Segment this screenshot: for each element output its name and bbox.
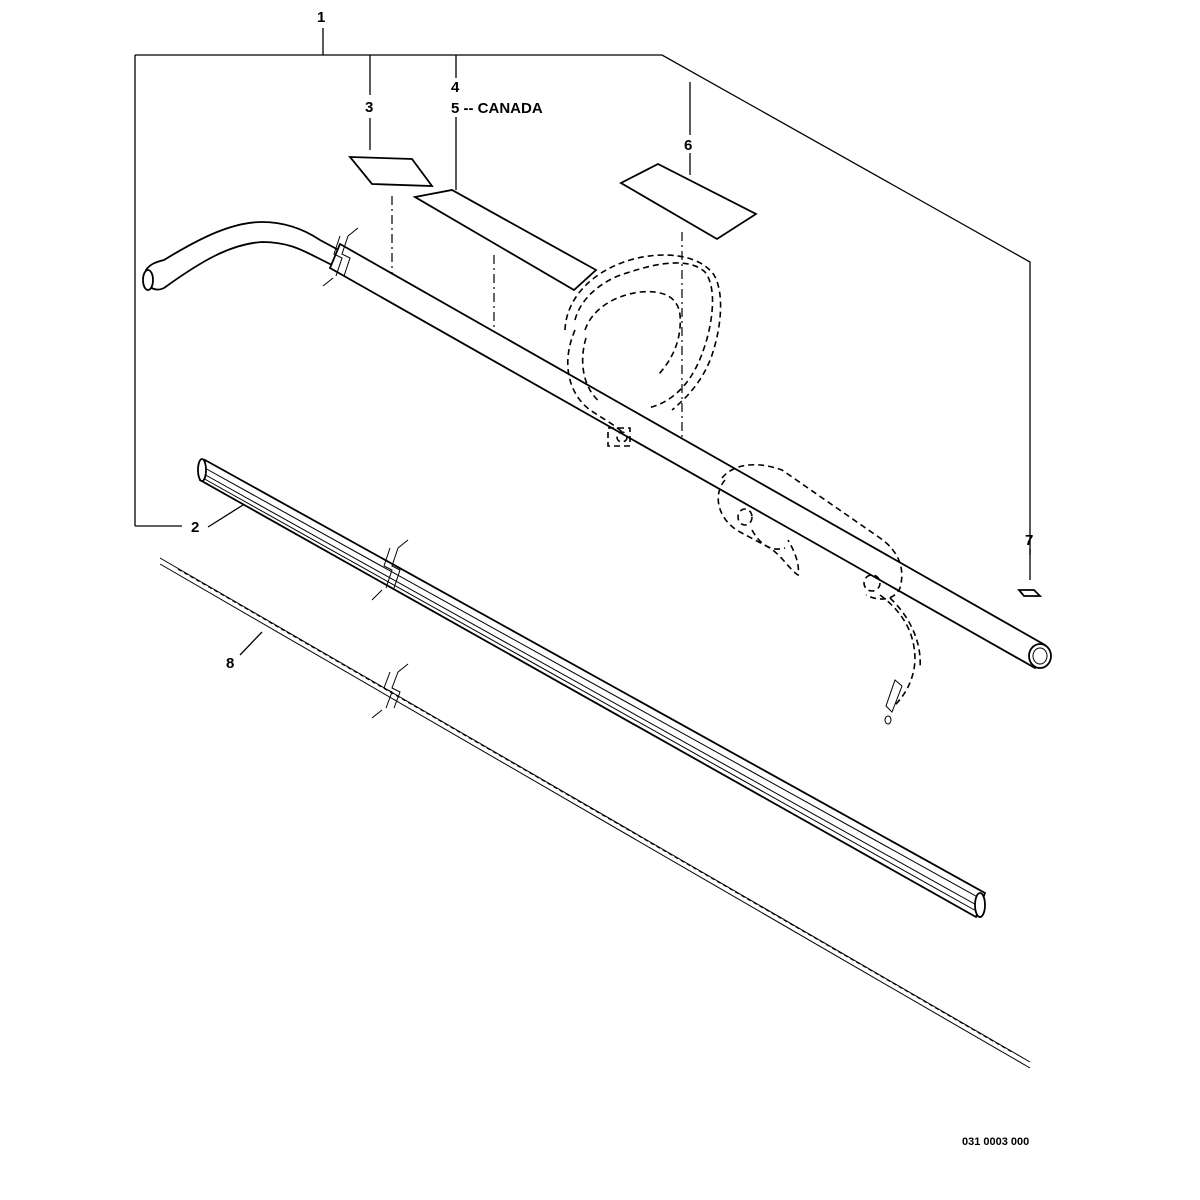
callout-5-canada: 5 -- CANADA (451, 100, 543, 117)
leader-2 (207, 504, 244, 528)
decal-6 (619, 162, 758, 241)
break-symbol (322, 227, 359, 287)
decal-3 (348, 156, 434, 187)
drawing-number: 031 0003 000 (962, 1136, 1029, 1148)
callout-1-bracket (134, 28, 1031, 555)
shaft-liner (197, 458, 987, 919)
callout-1: 1 (317, 9, 325, 26)
drive-cable (159, 557, 1031, 1069)
callout-8: 8 (226, 655, 234, 672)
liner-break-symbol (371, 539, 409, 601)
loop-handle-outline (564, 254, 722, 447)
callout-4: 4 (451, 79, 460, 96)
drive-shaft-tube (142, 221, 1052, 670)
callout-2: 2 (191, 519, 199, 536)
callout-3: 3 (365, 99, 373, 116)
decal-7 (1017, 589, 1043, 597)
throttle-handle-outline (717, 463, 921, 725)
tube-end (1028, 643, 1052, 669)
callout-7: 7 (1025, 532, 1033, 549)
cable-break-symbol (371, 663, 409, 719)
callout-6: 6 (684, 137, 692, 154)
decal-4 (412, 189, 598, 292)
leader-8 (239, 631, 263, 656)
